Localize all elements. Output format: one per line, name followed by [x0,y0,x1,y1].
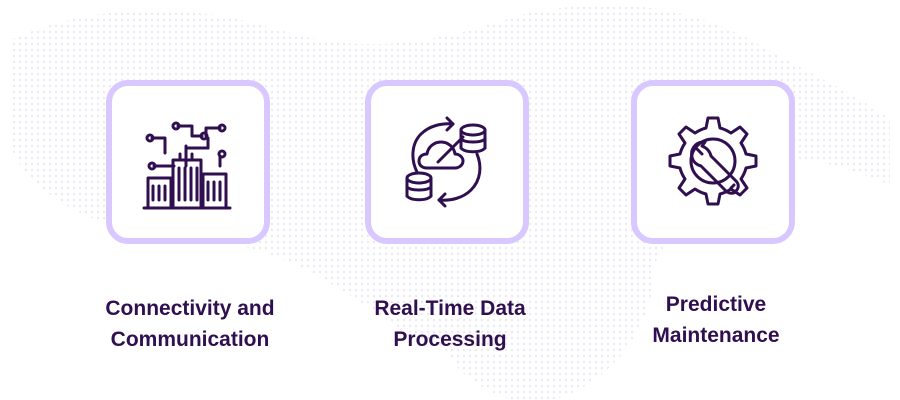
feature-icon-tile [365,80,529,244]
feature-icon-tile [106,80,270,244]
cloud-data-sync-icon [405,116,487,208]
feature-real-time-data: Real-Time Data Processing [330,80,570,380]
feature-label: Real-Time Data Processing [374,297,526,351]
feature-label: Predictive Maintenance [652,293,780,347]
smart-city-network-icon [142,121,232,210]
feature-predictive-maintenance: Predictive Maintenance [596,80,836,380]
feature-connectivity: Connectivity and Communication [70,80,310,380]
feature-icon-tile [631,80,795,244]
feature-label: Connectivity and Communication [105,297,275,351]
gear-wrench-icon [668,116,758,206]
